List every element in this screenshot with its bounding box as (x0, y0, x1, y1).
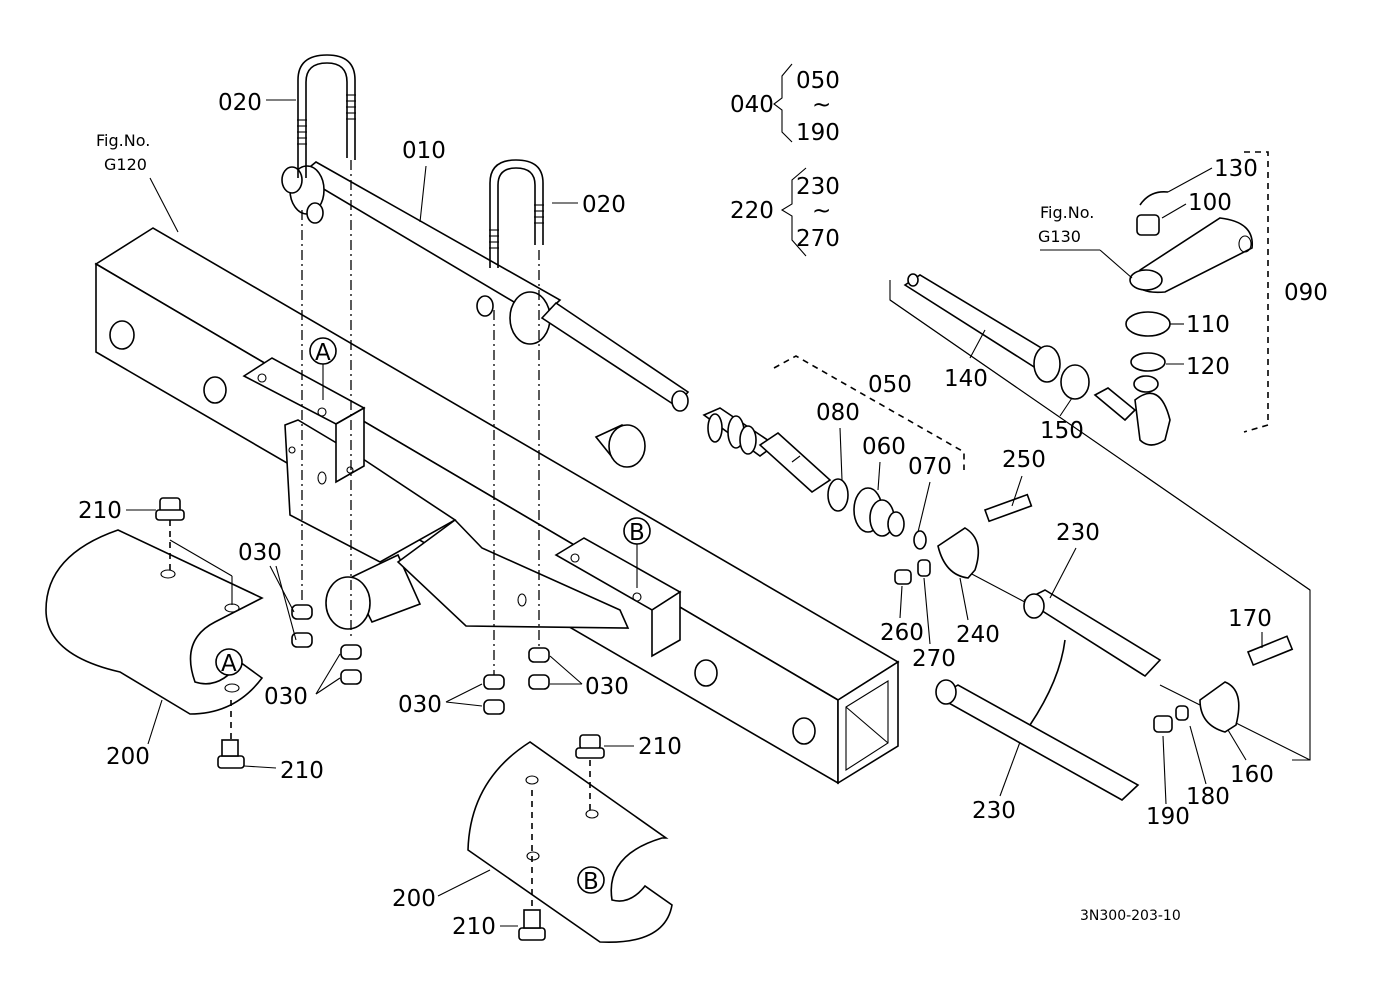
marker-b-upper: B (623, 517, 651, 588)
callout-030-b: 030 (264, 684, 308, 710)
svg-text:230: 230 (796, 174, 840, 200)
range-group-040: 040 050 ~ 190 (730, 63, 840, 146)
figure-ref-g130: Fig.No. G130 (1038, 203, 1133, 279)
callout-080: 080 (816, 400, 860, 426)
callout-120: 120 (1186, 354, 1230, 380)
callout-030-a: 030 (238, 540, 282, 566)
svg-text:220: 220 (730, 198, 774, 224)
callout-230-upper: 230 (1056, 520, 1100, 546)
callout-140: 140 (944, 366, 988, 392)
callout-030-c: 030 (398, 692, 442, 718)
tie-rod-end (1093, 375, 1171, 446)
callout-200-right: 200 (392, 886, 436, 912)
svg-text:190: 190 (796, 120, 840, 146)
svg-text:G120: G120 (104, 155, 147, 174)
callout-060: 060 (862, 434, 906, 460)
callout-150: 150 (1040, 418, 1084, 444)
callout-210-c: 210 (638, 734, 682, 760)
svg-text:050: 050 (796, 68, 840, 94)
clamp-160 (1153, 635, 1294, 733)
callout-010: 010 (402, 138, 446, 164)
drawing-code: 3N300-203-10 (1080, 908, 1181, 924)
callout-210-a: 210 (78, 498, 122, 524)
svg-text:270: 270 (796, 226, 840, 252)
callout-170: 170 (1228, 606, 1272, 632)
callout-130: 130 (1214, 156, 1258, 182)
shaft-upper-230 (1023, 589, 1162, 678)
svg-text:B: B (583, 869, 599, 895)
svg-text:A: A (315, 340, 331, 366)
mounting-bracket-a (242, 357, 366, 484)
callout-230-lower: 230 (972, 798, 1016, 824)
callout-090: 090 (1284, 280, 1328, 306)
cylinder-rod-end (702, 407, 832, 494)
bellows-boot (827, 478, 927, 550)
callout-160: 160 (1230, 762, 1274, 788)
callout-210-d: 210 (452, 914, 496, 940)
callout-180: 180 (1186, 784, 1230, 810)
callout-210-b: 210 (280, 758, 324, 784)
tie-rod-sleeve (903, 273, 1090, 400)
callout-200-left: 200 (106, 744, 150, 770)
arm-bracket-240 (894, 493, 1033, 585)
svg-text:A: A (221, 651, 237, 677)
svg-text:Fig.No.: Fig.No. (1040, 203, 1094, 222)
cover-left (45, 529, 264, 715)
mounting-bracket-b (554, 537, 682, 658)
callout-240: 240 (956, 622, 1000, 648)
svg-text:~: ~ (812, 92, 831, 118)
cover-right (467, 741, 673, 943)
steering-cylinder (281, 161, 832, 494)
svg-text:G130: G130 (1038, 227, 1081, 246)
marker-b-lower: B (577, 866, 605, 895)
callout-100: 100 (1188, 190, 1232, 216)
svg-text:040: 040 (730, 92, 774, 118)
callout-270: 270 (912, 646, 956, 672)
nuts-030 (291, 604, 550, 715)
shaft-lower-230 (935, 679, 1140, 801)
callout-260: 260 (880, 620, 924, 646)
range-group-220: 220 230 ~ 270 (730, 167, 840, 257)
svg-text:Fig.No.: Fig.No. (96, 131, 150, 150)
callout-020-right: 020 (582, 192, 626, 218)
svg-text:B: B (629, 520, 645, 546)
callout-030-d: 030 (585, 674, 629, 700)
u-bolt-right (489, 159, 544, 268)
callout-190: 190 (1146, 804, 1190, 830)
svg-text:~: ~ (812, 198, 831, 224)
marker-a-lower: A (215, 648, 243, 677)
callout-250: 250 (1002, 447, 1046, 473)
callout-050: 050 (868, 372, 912, 398)
bolts-210 (155, 497, 605, 941)
figure-ref-g120: Fig.No. G120 (96, 131, 179, 233)
callout-020-left: 020 (218, 90, 262, 116)
u-bolt-left (297, 54, 356, 178)
marker-a-upper: A (309, 337, 337, 400)
pitman-arm (1125, 190, 1253, 372)
callout-070: 070 (908, 454, 952, 480)
callout-110: 110 (1186, 312, 1230, 338)
